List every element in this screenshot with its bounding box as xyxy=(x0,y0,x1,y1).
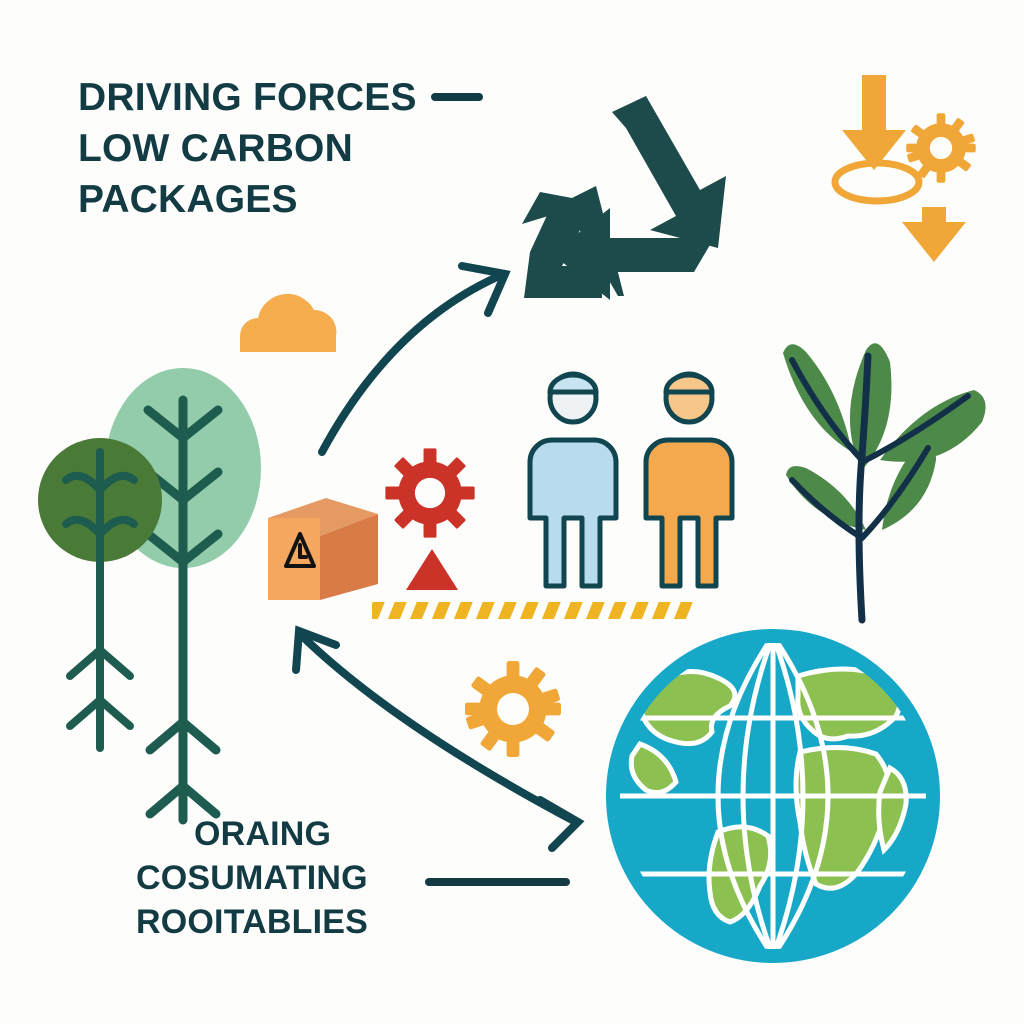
tree-small-dark xyxy=(38,438,162,752)
caption-line-1: ORAING xyxy=(194,815,332,853)
title-line-1-text: DRIVING FORCES xyxy=(78,76,417,119)
gear-orange-top-icon xyxy=(906,113,976,183)
worker-orange-icon xyxy=(643,371,735,589)
warning-triangle-red-icon xyxy=(406,549,458,590)
plant-sprig-icon xyxy=(783,343,986,624)
gear-red-icon xyxy=(385,448,475,538)
page-title: DRIVING FORCES LOW CARBON PACKAGES xyxy=(78,72,548,225)
title-line-2: LOW CARBON xyxy=(78,127,353,170)
title-line-1: DRIVING FORCES xyxy=(78,72,548,123)
caption-line-3: ROOITABLIES xyxy=(136,903,369,941)
recycle-symbol-icon xyxy=(522,96,726,300)
down-arrow-top-icon xyxy=(842,75,906,170)
worker-blue-icon xyxy=(527,371,619,589)
cloud-icon xyxy=(240,293,337,352)
caption-block: ORAING COSUMATING ROOITABLIES xyxy=(136,812,436,944)
cardboard-box-icon xyxy=(268,498,378,600)
down-arrow-lower-icon xyxy=(902,207,966,262)
caption-line-2: COSUMATING xyxy=(136,859,368,897)
globe-icon xyxy=(606,629,940,963)
hazard-stripe-barrier-icon xyxy=(372,602,696,619)
ellipse-outline-icon xyxy=(831,159,923,205)
curved-arrow-box-globe-icon xyxy=(292,625,585,852)
title-line-3: PACKAGES xyxy=(78,178,298,221)
curved-arrow-to-recycle-icon xyxy=(318,262,511,456)
title-emdash xyxy=(430,92,483,101)
tree-tall-light xyxy=(105,368,261,825)
gear-orange-center-icon xyxy=(465,661,561,757)
